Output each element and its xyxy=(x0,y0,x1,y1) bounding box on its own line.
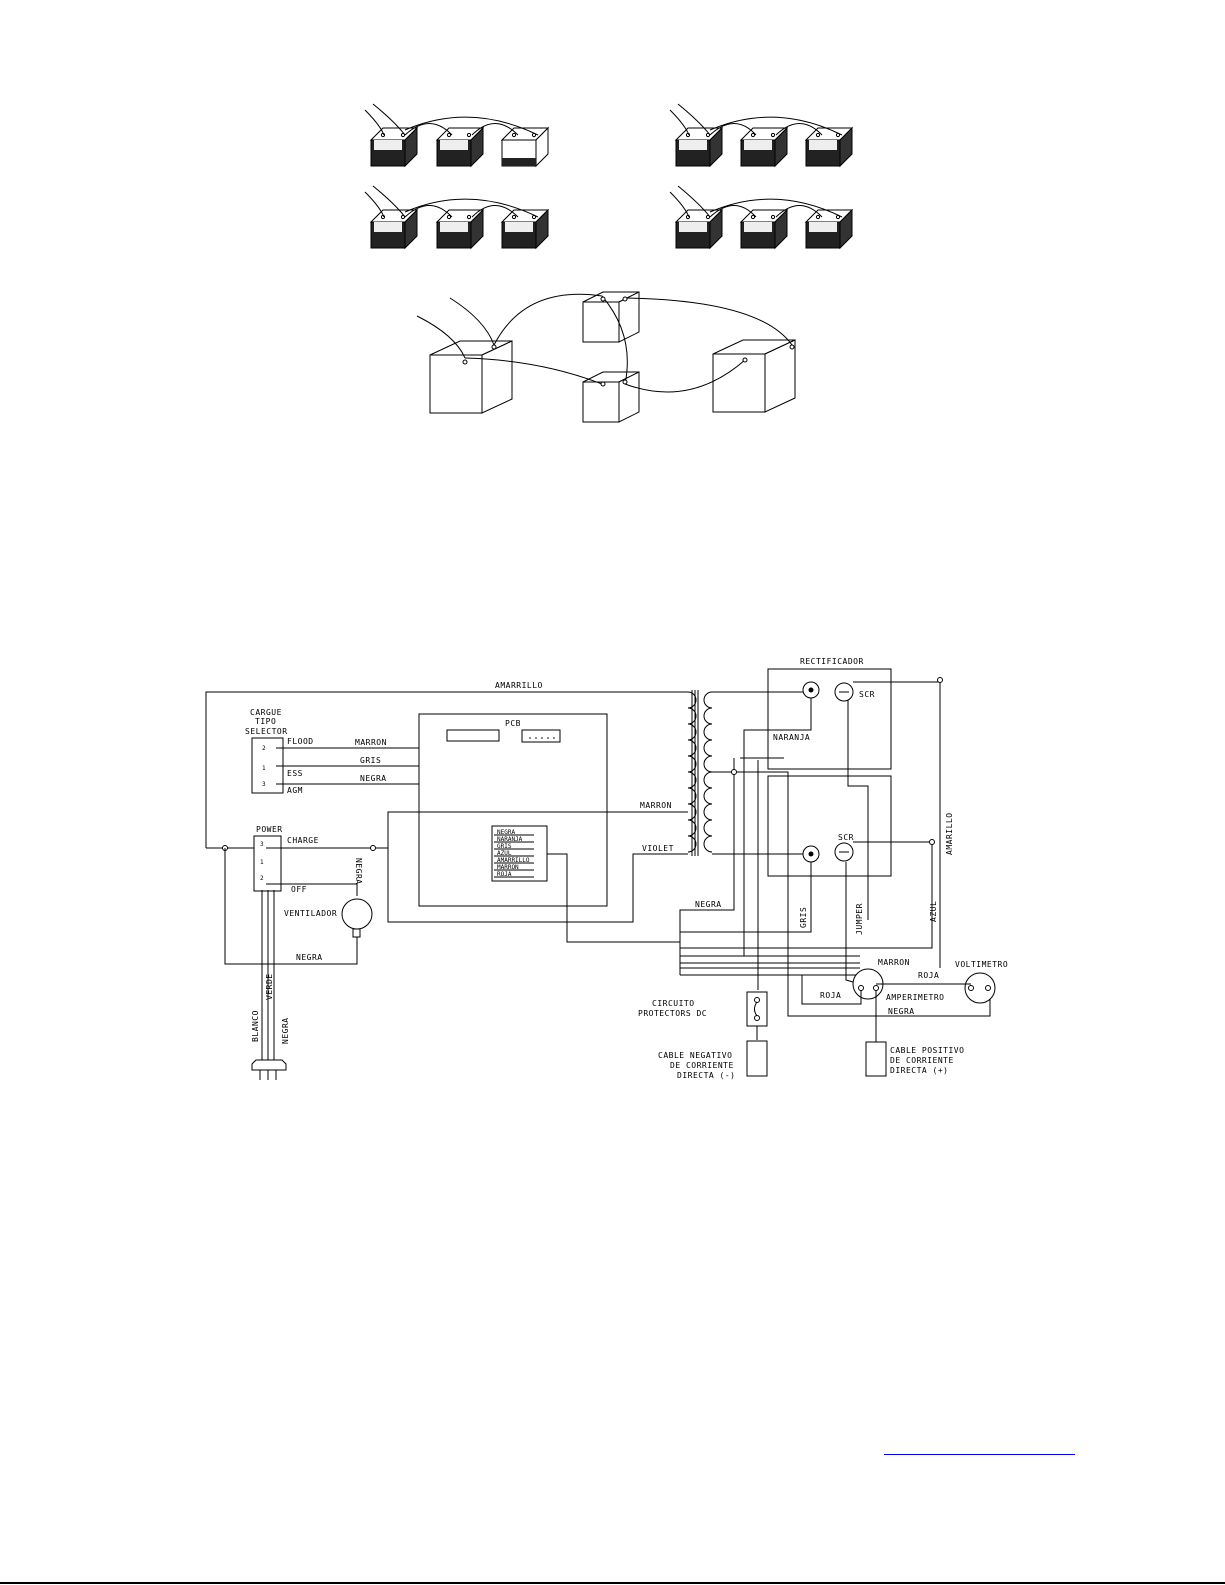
pcb-selector-connector xyxy=(521,729,561,743)
battery-config-large xyxy=(416,291,796,423)
label-agm: AGM xyxy=(287,786,303,795)
label-scr-top: SCR xyxy=(859,690,875,699)
label-gris-sel: GRIS xyxy=(360,756,381,765)
svg-text:GRIS: GRIS xyxy=(497,843,512,850)
label-voltimetro: VOLTIMETRO xyxy=(955,960,1008,969)
svg-text:1: 1 xyxy=(262,765,266,772)
label-gris-right: GRIS xyxy=(799,907,808,928)
dc-positive-cable xyxy=(865,1041,887,1077)
label-pcb: PCB xyxy=(505,719,521,728)
label-negra-plug: NEGRA xyxy=(281,1017,290,1044)
fan-motor xyxy=(341,898,373,930)
label-protectors: PROTECTORS DC xyxy=(638,1009,707,1018)
svg-text:MARRON: MARRON xyxy=(497,864,519,871)
label-negra-sel: NEGRA xyxy=(360,774,387,783)
label-marron-sel: MARRON xyxy=(355,738,387,747)
label-selector: SELECTOR xyxy=(245,727,288,736)
label-cable-neg-1: CABLE NEGATIVO xyxy=(658,1051,732,1060)
label-cable-neg-2: DE CORRIENTE xyxy=(670,1061,734,1070)
footer-divider xyxy=(0,1582,1225,1584)
transformer xyxy=(687,690,713,856)
label-cable-pos-3: DIRECTA (+) xyxy=(890,1066,948,1075)
label-amarrillo-top: AMARRILLO xyxy=(495,681,543,690)
rectifier-top xyxy=(767,668,892,770)
label-azul: AZUL xyxy=(929,901,938,922)
svg-text:2: 2 xyxy=(260,875,264,882)
label-blanco: BLANCO xyxy=(251,1010,260,1042)
battery-config-mid-right xyxy=(669,185,853,249)
svg-text:3: 3 xyxy=(262,781,266,788)
label-rectificador: RECTIFICADOR xyxy=(800,657,864,666)
label-flood: FLOOD xyxy=(287,737,314,746)
label-violet: VIOLET xyxy=(642,844,674,853)
label-verde: VERDE xyxy=(265,973,274,1000)
svg-text:AMARRILLO: AMARRILLO xyxy=(497,857,530,864)
label-roja-top: ROJA xyxy=(918,971,939,980)
label-cargue: CARGUE xyxy=(250,708,282,717)
power-switch xyxy=(253,835,282,892)
wiring-diagram: AMARRILLO CARGUE TIPO SELECTOR 2 1 3 FLO… xyxy=(205,657,1008,1080)
label-amarrillo-right: AMARILLO xyxy=(945,812,954,855)
label-negra-right: NEGRA xyxy=(695,900,722,909)
label-circuito: CIRCUITO xyxy=(652,999,695,1008)
svg-text:ROJA: ROJA xyxy=(497,871,512,878)
label-charge: CHARGE xyxy=(287,836,319,845)
svg-text:3: 3 xyxy=(260,841,264,848)
label-marron-pcb: MARRON xyxy=(640,801,672,810)
label-scr-bot: SCR xyxy=(838,833,854,842)
label-roja-left: ROJA xyxy=(820,991,841,1000)
svg-text:1: 1 xyxy=(260,859,264,866)
footer-hyperlink[interactable] xyxy=(884,1440,1075,1455)
connector-labels: NEGRA NARANJA GRIS AZUL AMARRILLO MARRON… xyxy=(497,829,530,878)
label-cable-pos-1: CABLE POSITIVO xyxy=(890,1046,964,1055)
label-cable-pos-2: DE CORRIENTE xyxy=(890,1056,954,1065)
svg-text:NEGRA: NEGRA xyxy=(497,829,515,836)
battery-config-top-left xyxy=(364,103,549,167)
label-cable-neg-3: DIRECTA (-) xyxy=(677,1071,735,1080)
svg-text:2: 2 xyxy=(262,745,266,752)
label-marron-right: MARRON xyxy=(878,958,910,967)
label-power: POWER xyxy=(256,825,283,834)
svg-text:AZUL: AZUL xyxy=(497,850,512,857)
label-ventilador: VENTILADOR xyxy=(284,909,337,918)
label-off: OFF xyxy=(291,885,307,894)
svg-text:NARANJA: NARANJA xyxy=(497,836,523,843)
dc-negative-cable xyxy=(746,1040,768,1077)
rectifier-bottom xyxy=(767,775,892,877)
label-negra-amp: NEGRA xyxy=(888,1007,915,1016)
battery-config-top-right xyxy=(669,103,853,167)
label-naranja: NARANJA xyxy=(773,733,810,742)
label-negra-vert: NEGRA xyxy=(354,858,363,885)
ac-plug xyxy=(251,1059,287,1071)
label-ess: ESS xyxy=(287,769,303,778)
label-jumper: JUMPER xyxy=(855,903,864,935)
battery-config-mid-left xyxy=(364,185,549,249)
voltmeter xyxy=(964,972,996,1004)
label-negra-bottom: NEGRA xyxy=(296,953,323,962)
label-amperimetro: AMPERIMETRO xyxy=(886,993,944,1002)
label-tipo: TIPO xyxy=(255,717,276,726)
